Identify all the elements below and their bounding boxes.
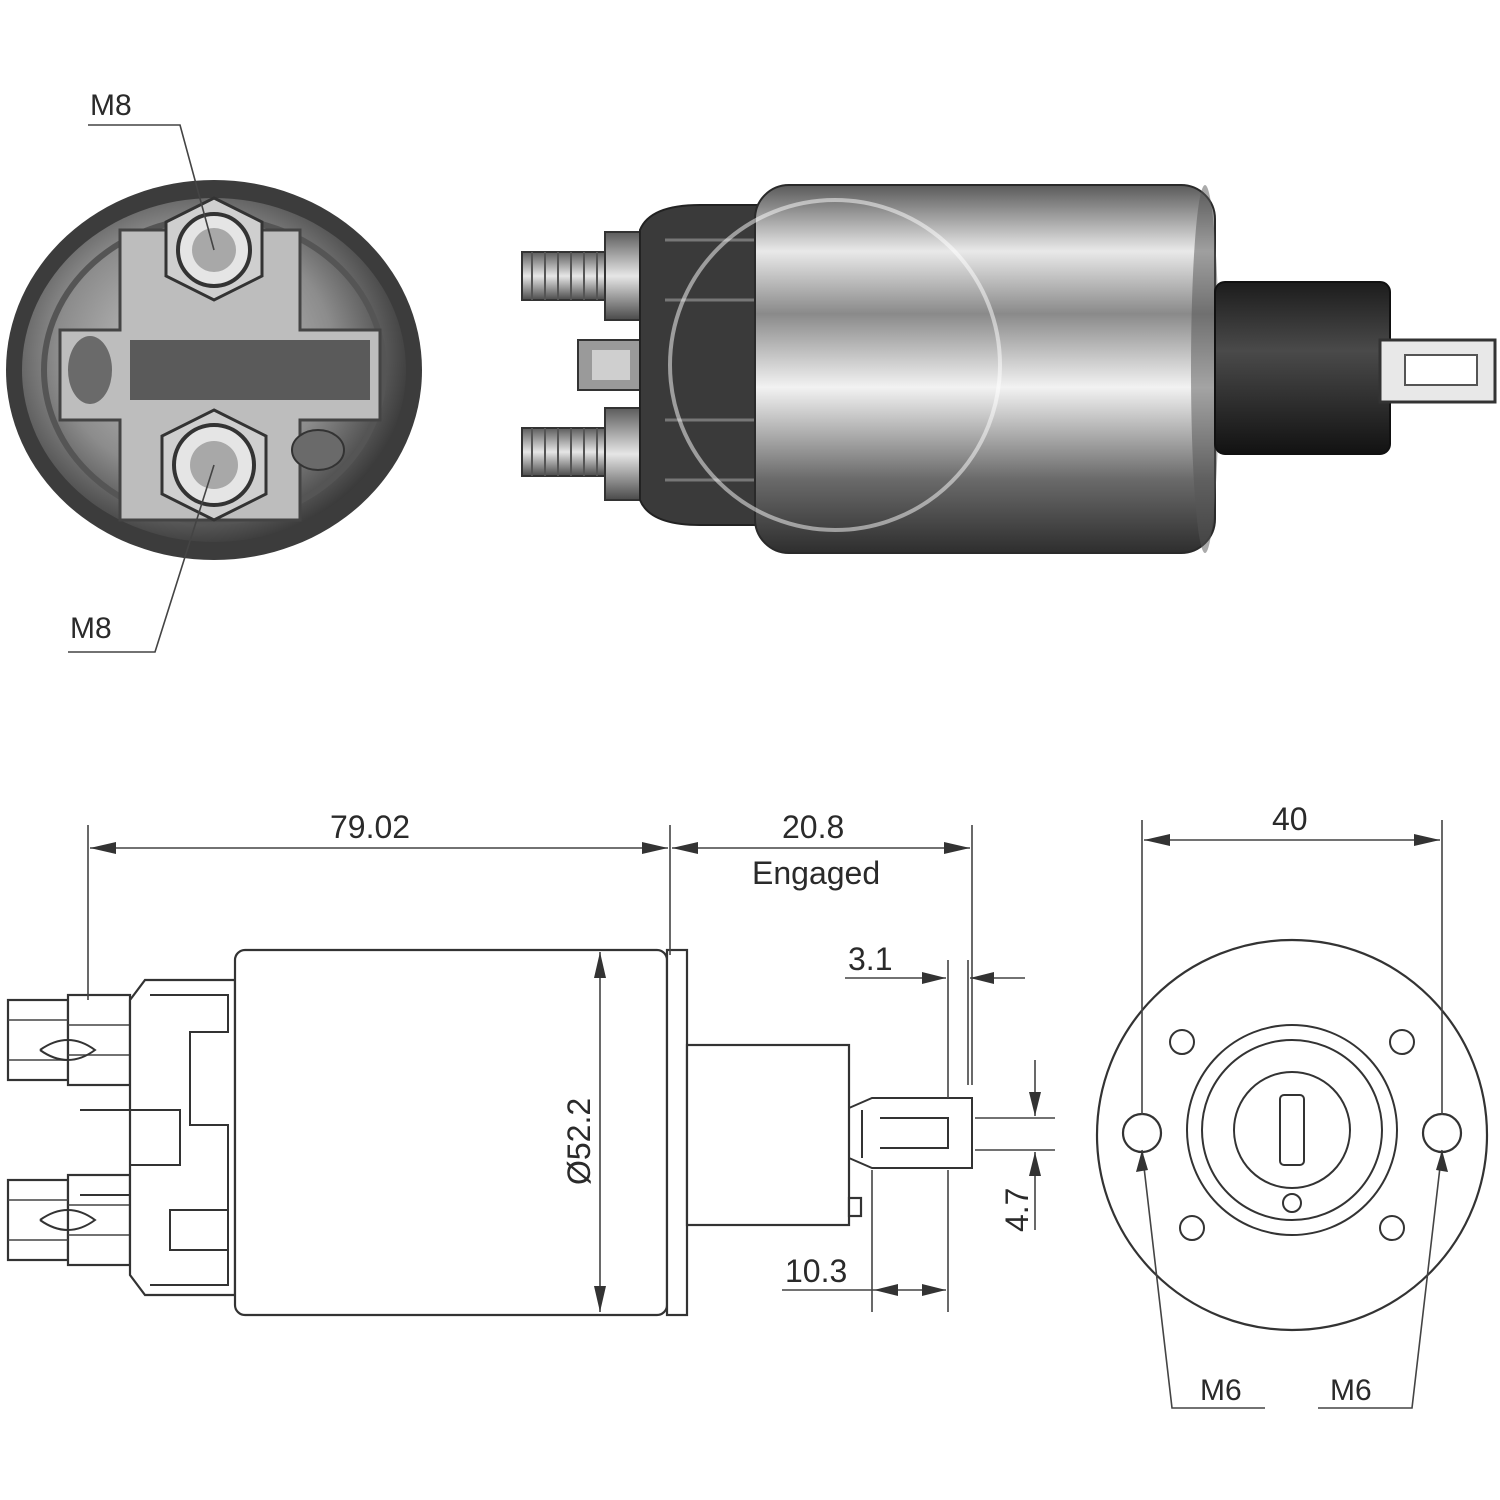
drawing-mount-right — [1421, 1112, 1463, 1154]
terminal-stud-lower — [521, 407, 646, 501]
rubber-boot — [1214, 281, 1391, 455]
dim-tab-width-label: 4.7 — [999, 1188, 1035, 1232]
callout-right-m6: M6 — [1318, 1149, 1448, 1409]
drawing-end-view — [1095, 938, 1489, 1332]
dim-stroke-label: 20.8 — [782, 809, 844, 845]
callout-left-m6: M6 — [1136, 1149, 1265, 1409]
callout-right-m6-label: M6 — [1330, 1374, 1372, 1407]
drawing-terminal-upper — [6, 993, 132, 1087]
dim-mount-spacing: 40 — [1141, 801, 1443, 1115]
drawing-mount-left — [1121, 1112, 1163, 1154]
callout-top-m8-label: M8 — [90, 89, 132, 122]
spade-terminal — [577, 339, 649, 391]
solenoid-housing — [754, 184, 1219, 554]
callout-top-m8: M8 — [88, 89, 215, 251]
callout-bottom-m8-label: M8 — [70, 612, 112, 645]
photo-side-view — [521, 184, 1497, 554]
drawing-terminal-lower — [6, 1173, 132, 1267]
watermark-ring — [668, 198, 1002, 532]
dim-tab-offset: 3.1 — [845, 941, 1025, 1098]
drawing-hole-tr — [1389, 1029, 1415, 1055]
drawing-body — [233, 948, 669, 1317]
drawing-plunger — [685, 1043, 851, 1227]
end-cap-body — [639, 204, 766, 526]
dim-body-length-label: 79.02 — [330, 809, 410, 845]
dim-tab-width: 4.7 — [975, 1060, 1055, 1232]
drawing-inner-ring-middle — [1201, 1039, 1383, 1221]
dim-stroke-note: Engaged — [752, 855, 880, 891]
terminal-stud-upper — [521, 231, 646, 321]
drawing-flange — [665, 948, 689, 1317]
dim-diameter: Ø52.2 — [561, 952, 606, 1312]
dim-mount-spacing-label: 40 — [1272, 801, 1308, 837]
drawing-inner-ring-outer — [1186, 1024, 1398, 1236]
drawing-slot — [1279, 1094, 1305, 1166]
dim-plunger-length-label: 10.3 — [785, 1253, 847, 1289]
photo-end-view — [6, 180, 422, 560]
dim-stroke: 20.8 Engaged — [672, 809, 973, 1085]
drawing-flange-circle — [1095, 938, 1489, 1332]
drawing-end-cap — [128, 978, 237, 1297]
drawing-hole-br — [1379, 1215, 1405, 1241]
plunger-tab — [1378, 338, 1497, 404]
callout-left-m6-label: M6 — [1200, 1374, 1242, 1407]
drawing-hole-tl — [1169, 1029, 1195, 1055]
drawing-inner-ring-inner — [1233, 1071, 1351, 1189]
callout-bottom-m8: M8 — [68, 464, 215, 653]
dim-body-length: 79.02 — [87, 809, 671, 1000]
drawing-side-view — [6, 948, 973, 1317]
dim-diameter-label: Ø52.2 — [561, 1098, 597, 1185]
dim-plunger-length: 10.3 — [782, 1170, 949, 1312]
drawing-hole-bl — [1179, 1215, 1205, 1241]
dim-tab-offset-label: 3.1 — [848, 941, 892, 977]
